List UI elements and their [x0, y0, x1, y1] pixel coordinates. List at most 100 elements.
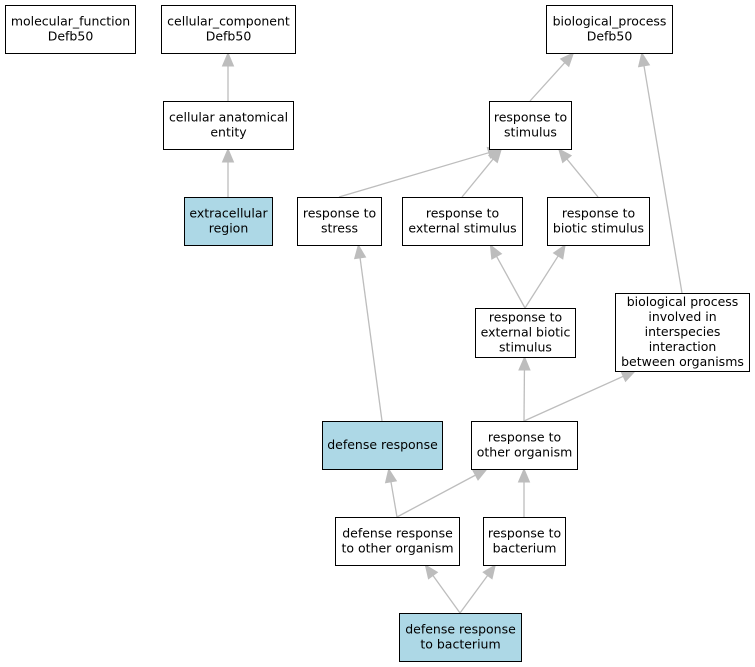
arrowhead-icon: [472, 468, 489, 481]
arrowhead-icon: [384, 467, 398, 484]
node-box: [184, 197, 273, 246]
arrowhead-icon: [487, 148, 503, 164]
node-label: region: [209, 221, 249, 236]
node-label: between organisms: [621, 354, 744, 369]
arrowhead-icon: [620, 370, 637, 383]
node-label: to bacterium: [420, 637, 500, 652]
node-label: response to: [488, 430, 561, 445]
node-label: Defb50: [587, 29, 633, 44]
node-box: [483, 517, 566, 566]
edge-droo-to-dr: [390, 481, 398, 518]
node-label: external biotic: [481, 325, 571, 340]
node-label: response to: [426, 206, 499, 221]
node-label: biological_process: [553, 14, 667, 29]
edge-rtstress-to-rts: [338, 152, 490, 198]
edge-drb-to-droo: [432, 575, 461, 614]
node-box: [322, 421, 443, 470]
edge-droo-to-rtoo: [396, 474, 476, 518]
edge-dr-to-rtstress: [359, 257, 383, 422]
node-label: molecular_function: [11, 14, 130, 29]
edge-rebs-to-rbs: [524, 255, 559, 309]
arrowhead-icon: [637, 51, 651, 68]
node-label: stimulus: [499, 340, 552, 355]
node-box: [547, 197, 650, 246]
node-label: cellular_component: [167, 14, 290, 29]
arrowhead-icon: [221, 147, 235, 163]
node-label: entity: [210, 125, 247, 140]
arrowhead-icon: [489, 243, 503, 260]
arrowhead-icon: [552, 243, 566, 260]
edge-drb-to-rtb: [459, 575, 489, 614]
node-label: stress: [321, 221, 358, 236]
node-box: [615, 293, 750, 372]
node-label: response to: [488, 526, 561, 541]
edge-rbs-to-rts: [566, 158, 599, 198]
node-label: interspecies: [645, 324, 721, 339]
node-dr[interactable]: defense response: [322, 421, 443, 470]
arrowhead-icon: [221, 51, 235, 67]
node-label: cellular anatomical: [169, 110, 288, 125]
edge-rts-to-bp: [529, 62, 566, 102]
edges: [221, 51, 683, 614]
node-box: [335, 517, 460, 566]
node-label: response to: [494, 110, 567, 125]
node-label: Defb50: [206, 29, 252, 44]
node-box: [402, 197, 523, 246]
node-label: bacterium: [493, 541, 557, 556]
node-box: [297, 197, 382, 246]
arrowhead-icon: [559, 52, 575, 68]
node-label: biological process: [627, 294, 739, 309]
edge-bpii-to-bp: [643, 65, 683, 294]
nodes: molecular_functionDefb50cellular_compone…: [5, 5, 750, 662]
arrowhead-icon: [517, 467, 531, 483]
node-box: [546, 5, 673, 54]
node-box: [5, 5, 136, 54]
node-label: other organism: [477, 445, 573, 460]
arrowhead-icon: [518, 355, 531, 371]
edge-res-to-rts: [461, 158, 494, 198]
node-label: response to: [489, 310, 562, 325]
node-label: biotic stimulus: [553, 221, 644, 236]
node-box: [399, 613, 522, 662]
node-box: [489, 101, 572, 150]
node-box: [475, 308, 576, 358]
edge-rtoo-to-bpii: [523, 375, 624, 422]
node-label: Defb50: [48, 29, 94, 44]
node-box: [163, 101, 294, 150]
node-box: [471, 421, 578, 470]
arrowhead-icon: [424, 563, 439, 580]
node-label: extracellular: [189, 206, 268, 221]
node-label: defense response: [327, 437, 438, 452]
node-label: defense response: [405, 622, 516, 637]
arrowhead-icon: [482, 563, 497, 580]
node-label: external stimulus: [408, 221, 516, 236]
edge-rebs-to-res: [496, 256, 526, 309]
node-label: defense response: [342, 526, 453, 541]
node-box: [161, 5, 296, 54]
node-label: stimulus: [504, 125, 557, 140]
node-label: involved in: [648, 309, 716, 324]
arrowhead-icon: [557, 148, 573, 164]
node-label: to other organism: [341, 541, 453, 556]
node-label: interaction: [649, 339, 717, 354]
node-label: response to: [562, 206, 635, 221]
node-label: response to: [303, 206, 376, 221]
arrowhead-icon: [353, 243, 367, 260]
